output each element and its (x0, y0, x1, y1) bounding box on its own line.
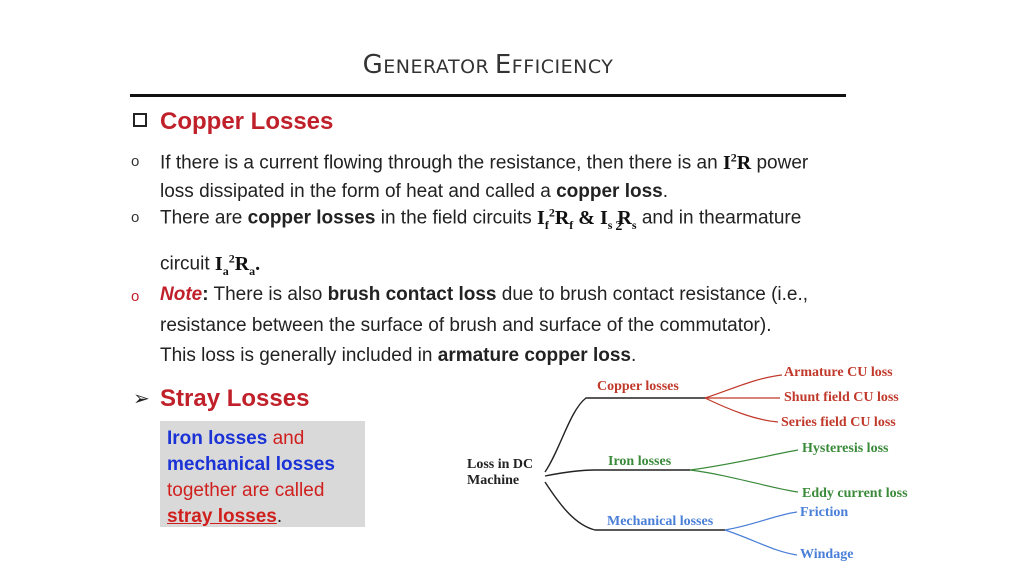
iron-leaf-1: Hysteresis loss (802, 441, 889, 456)
tree-root-label-line-2: Machine (467, 473, 519, 488)
mechanical-leaf-connector-2 (724, 529, 798, 556)
copper-bullet-3-line-1: Note: There is also brush contact loss d… (160, 284, 809, 305)
title-initial-e: E (494, 50, 512, 80)
branch-copper (544, 397, 705, 473)
formula-i2r: I2R (722, 150, 752, 174)
copper-bullet-2-line-2: circuit Ia2Ra. (160, 251, 261, 278)
stray-losses-definition-box: Iron losses and mechanical losses togeth… (160, 421, 365, 527)
brush-contact-loss-term: brush contact loss (327, 284, 497, 305)
copper-loss-term: copper loss (556, 181, 663, 202)
stray-losses-heading: Stray Losses (160, 385, 310, 412)
iron-losses-term: Iron losses (167, 428, 268, 449)
copper-bullet-2-line-1: There are copper losses in the field cir… (160, 205, 802, 234)
tree-root-label-line-1: Loss in DC (467, 457, 533, 472)
note-label: Note (160, 284, 203, 305)
iron-leaf-2: Eddy current loss (802, 486, 908, 501)
text: If there is a current flowing through th… (160, 152, 718, 174)
title-word-efficiency: FFICIENCY (511, 56, 614, 78)
mechanical-leaf-1: Friction (800, 505, 848, 520)
checkbox-bullet-icon (133, 113, 147, 127)
circle-bullet-icon: o (131, 153, 140, 170)
copper-losses-heading: Copper Losses (160, 108, 334, 135)
formula-ia2ra: Ia2Ra. (214, 251, 261, 278)
arrow-bullet-icon: ➢ (133, 388, 150, 410)
copper-leaf-connector-1 (704, 374, 783, 399)
copper-losses-term: copper losses (247, 207, 376, 229)
circle-bullet-icon: o (131, 288, 140, 305)
title-initial-g: G (362, 50, 384, 80)
mechanical-leaf-2: Windage (800, 547, 853, 562)
iron-leaf-connector-2 (689, 469, 799, 493)
title-word-generator: ENERATOR (383, 56, 490, 78)
copper-leaf-2: Shunt field CU loss (784, 390, 899, 405)
copper-leaf-connector-3 (704, 397, 779, 423)
armature-copper-loss-term: armature copper loss (437, 345, 631, 366)
copper-bullet-3-line-2: resistance between the surface of brush … (160, 315, 772, 336)
mechanical-branch-label: Mechanical losses (607, 514, 714, 529)
stray-losses-term: stray losses (167, 506, 277, 527)
copper-leaf-1: Armature CU loss (784, 365, 893, 380)
mechanical-leaf-connector-1 (724, 511, 798, 531)
circle-bullet-icon: o (131, 209, 140, 226)
copper-bullet-3-line-3: This loss is generally included in armat… (160, 345, 637, 366)
copper-bullet-1-line-2: loss dissipated in the form of heat and … (160, 181, 669, 202)
copper-bullet-1-line-1: If there is a current flowing through th… (160, 150, 808, 175)
mechanical-losses-term: mechanical losses (167, 454, 335, 475)
branch-mechanical (544, 481, 725, 531)
iron-branch-label: Iron losses (608, 454, 672, 469)
copper-branch-label: Copper losses (597, 379, 679, 394)
page-title: GENERATOR EFFICIENCY (0, 50, 976, 80)
copper-leaf-3: Series field CU loss (781, 415, 896, 430)
title-underline (130, 94, 846, 97)
iron-leaf-connector-1 (689, 449, 799, 471)
text: power (756, 152, 809, 174)
branch-iron (544, 469, 690, 477)
